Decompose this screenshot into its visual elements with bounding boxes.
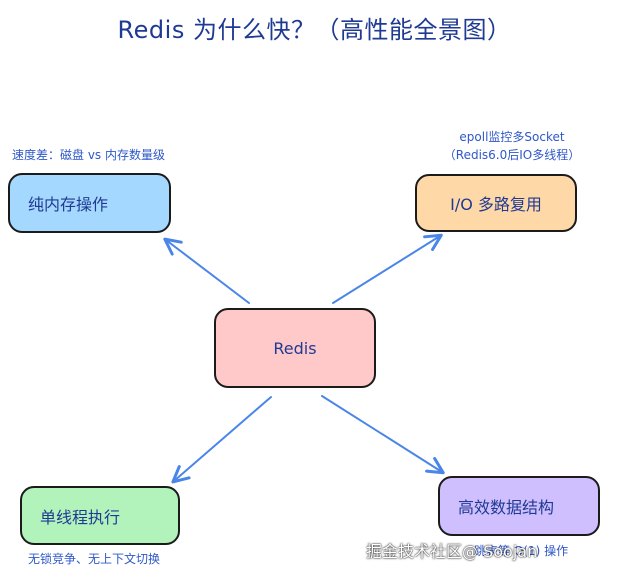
single-thread-note: 无锁竞争、无上下文切换 <box>28 552 161 566</box>
single-thread-node: 单线程执行 <box>20 486 180 545</box>
memory-node: 纯内存操作 <box>8 173 171 233</box>
io-node: I/O 多路复用 <box>415 174 577 232</box>
arrow-to-single-thread <box>171 396 272 484</box>
diagram-title: Redis 为什么快？（高性能全景图） <box>117 16 512 44</box>
arrow-to-memory <box>163 237 250 304</box>
single-thread-node-label: 单线程执行 <box>40 507 121 527</box>
io-node-label: I/O 多路复用 <box>450 195 542 214</box>
redis-node-label: Redis <box>273 338 317 358</box>
data-structures-note: 跳表等 O(1) 操作 <box>474 544 569 558</box>
memory-note: 速度差：磁盘 vs 内存数量级 <box>12 148 165 162</box>
arrow-to-data-structures <box>321 395 445 475</box>
io-note: epoll监控多Socket （Redis6.0后IO多线程） <box>418 128 606 164</box>
arrow-to-io <box>332 233 443 304</box>
redis-node: Redis <box>214 308 376 388</box>
watermark: 掘金技术社区@ Soojan <box>366 542 538 561</box>
data-structures-node: 高效数据结构 <box>438 476 600 536</box>
memory-node-label: 纯内存操作 <box>28 195 109 214</box>
data-structures-node-label: 高效数据结构 <box>458 498 555 517</box>
io-note-line-1: epoll监控多Socket <box>459 130 565 144</box>
io-note-line-2: （Redis6.0后IO多线程） <box>443 148 581 162</box>
